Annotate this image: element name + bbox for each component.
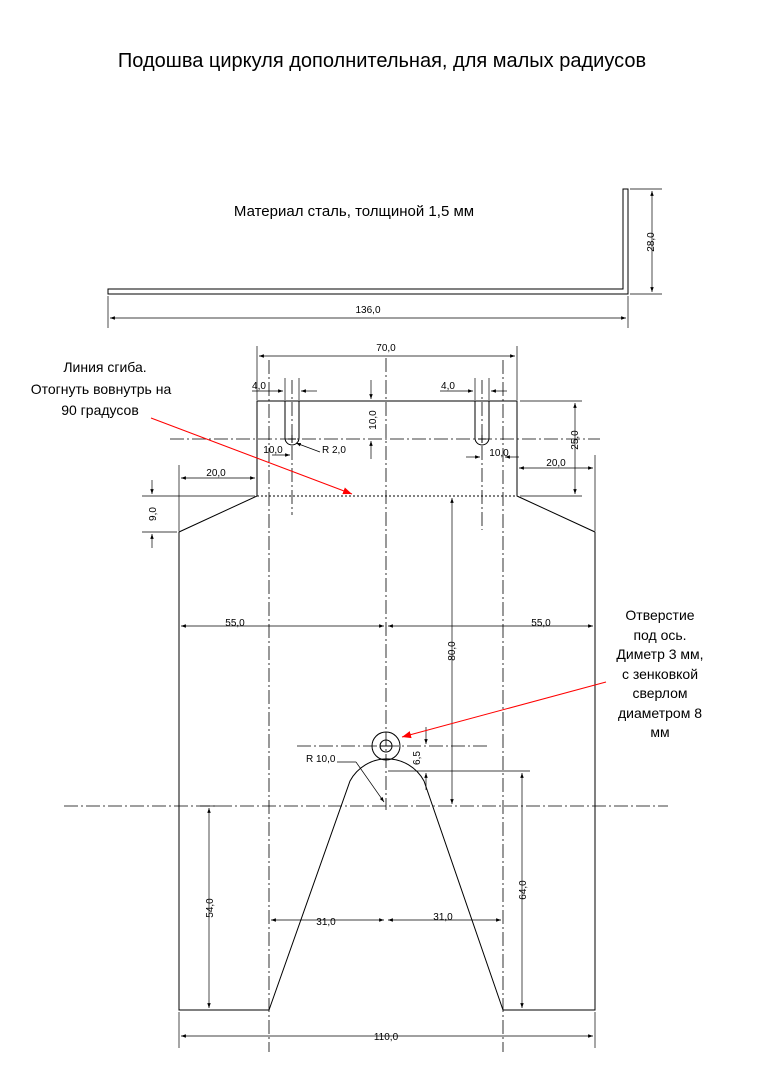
dim-slot-width-right: 4,0 (441, 381, 455, 392)
hole-note-line-1: Отверстие (625, 607, 694, 623)
dim-cutout-half-right: 31,0 (433, 912, 453, 923)
center-lines (64, 358, 668, 1052)
dim-slot-width-left: 4,0 (252, 381, 266, 392)
dim-total-width: 110,0 (374, 1032, 399, 1043)
dim-shoulder-left: 20,0 (206, 468, 226, 479)
hole-note-line-4: с зенковкой (622, 666, 698, 682)
material-note: Материал сталь, толщиной 1,5 мм (234, 203, 474, 220)
slot-center-marks (288, 435, 486, 443)
dim-cutout-height-right: 64,0 (518, 880, 529, 900)
hole-note-leader (401, 681, 607, 739)
dim-slot-offset-right: 10,0 (489, 448, 509, 459)
side-view-profile (107, 188, 629, 295)
hole-note-line-3: Диметр 3 мм, (616, 646, 703, 662)
drawing-title: Подошва циркуля дополнительная, для малы… (118, 50, 646, 72)
dim-slot-depth: 10,0 (368, 410, 379, 430)
dim-slot-spacing: 70,0 (376, 343, 396, 354)
bend-note-line-1: Линия сгиба. (63, 359, 146, 375)
hole-note-line-2: под ось. (633, 627, 686, 643)
side-view-dimensions: 28,0 136,0 (107, 188, 662, 328)
dim-side-height: 28,0 (646, 232, 657, 252)
flat-pattern-outline (178, 400, 596, 1011)
hole-note-line-7: мм (650, 724, 669, 740)
dim-cutout-height-left: 54,0 (205, 898, 216, 918)
hole-note: Отверстие под ось. Диметр 3 мм, с зенков… (401, 607, 704, 740)
dim-arch-radius: R 10,0 (306, 754, 336, 765)
hole-note-line-6: диаметром 8 (618, 705, 702, 721)
dim-half-width-left: 55,0 (225, 618, 245, 629)
dim-tab-height: 25,0 (570, 430, 581, 450)
dim-side-length: 136,0 (355, 305, 380, 316)
dim-shoulder-right: 20,0 (546, 458, 566, 469)
dim-hole-offset: 6,5 (412, 751, 423, 765)
dim-chamfer: 9,0 (148, 507, 159, 521)
dim-slot-radius: R 2,0 (322, 445, 346, 456)
dim-cutout-half-left: 31,0 (316, 917, 336, 928)
hole-note-line-5: сверлом (632, 685, 687, 701)
flat-pattern-dimensions: 70,0 4,0 4,0 10,0 10,0 R 2,0 10,0 25,0 (142, 343, 596, 1048)
bend-line-note: Линия сгиба. Отогнуть вовнутрь на 90 гра… (31, 359, 353, 495)
bend-note-leader (150, 417, 353, 495)
dim-hole-to-bend: 80,0 (447, 641, 458, 661)
bend-note-line-2: Отогнуть вовнутрь на (31, 381, 172, 397)
dim-slot-offset-left: 10,0 (263, 445, 283, 456)
dim-half-width-right: 55,0 (531, 618, 551, 629)
bend-note-line-3: 90 градусов (61, 402, 139, 418)
